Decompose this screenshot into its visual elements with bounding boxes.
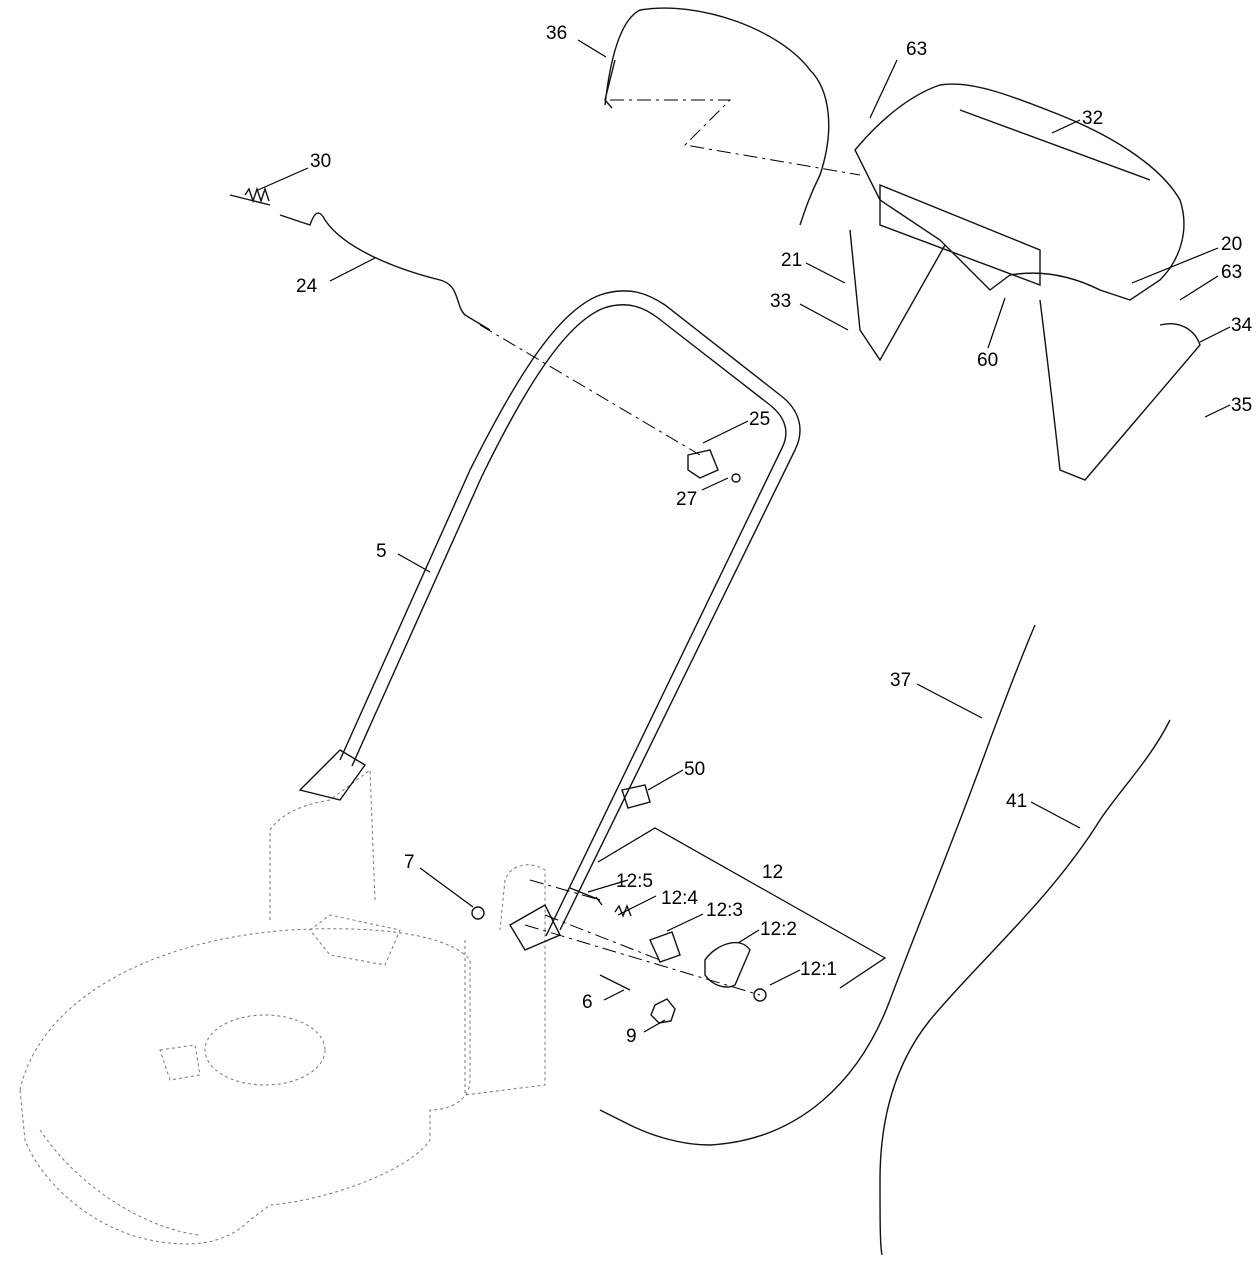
callout-37: 37 bbox=[890, 670, 911, 691]
callout-6: 6 bbox=[582, 992, 593, 1013]
callout-33: 33 bbox=[770, 291, 791, 312]
handle-frame bbox=[298, 290, 801, 951]
callout-21: 21 bbox=[781, 250, 802, 271]
leader-lines bbox=[257, 39, 1231, 1033]
callout-60: 60 bbox=[977, 350, 998, 371]
callout-20: 20 bbox=[1221, 234, 1242, 255]
callout-5: 5 bbox=[376, 541, 387, 562]
callout-7: 7 bbox=[404, 852, 415, 873]
callout-12-1: 12:1 bbox=[800, 959, 837, 980]
cables bbox=[599, 624, 1171, 1256]
callout-25: 25 bbox=[749, 409, 770, 430]
callout-41: 41 bbox=[1006, 791, 1027, 812]
control-bail bbox=[604, 7, 830, 226]
callout-27: 27 bbox=[676, 489, 697, 510]
callout-63: 63 bbox=[906, 39, 927, 60]
callout-24: 24 bbox=[296, 276, 318, 297]
callout-35: 35 bbox=[1231, 395, 1252, 416]
upper-console bbox=[849, 83, 1201, 481]
center-lines bbox=[479, 99, 861, 996]
callout-12: 12 bbox=[762, 862, 783, 883]
callout-labels: 36 63 32 30 21 20 63 24 33 34 60 35 25 2… bbox=[296, 23, 1253, 1047]
callout-50: 50 bbox=[684, 759, 705, 780]
callout-12-3: 12:3 bbox=[706, 900, 743, 921]
callout-32: 32 bbox=[1082, 108, 1103, 129]
callout-30: 30 bbox=[310, 151, 331, 172]
callout-12-4: 12:4 bbox=[661, 888, 698, 909]
callout-9: 9 bbox=[626, 1026, 637, 1047]
callout-63: 63 bbox=[1221, 262, 1242, 283]
callout-12-2: 12:2 bbox=[760, 919, 797, 940]
callout-12-5: 12:5 bbox=[616, 871, 653, 892]
mower-deck bbox=[19, 769, 546, 1245]
drive-rod bbox=[229, 186, 491, 331]
callout-34: 34 bbox=[1231, 315, 1253, 336]
callout-36: 36 bbox=[546, 23, 567, 44]
small-parts bbox=[471, 449, 767, 1024]
